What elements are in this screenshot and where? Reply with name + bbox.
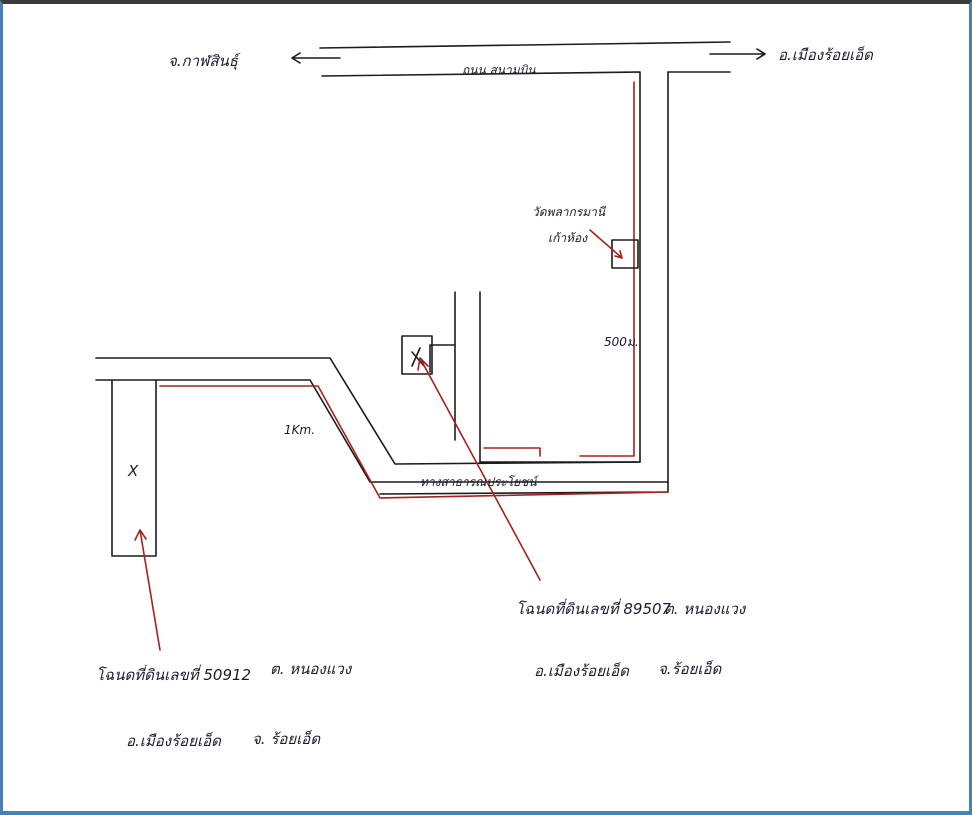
side-road [95,357,669,499]
plot-right-province: จ.ร้อยเอ็ด [658,660,723,678]
plot-left-title: โฉนดที่ดินเลขที่ 50912 [96,664,251,684]
leader-left [134,529,161,651]
plot-left-marker: X [127,462,139,480]
arrow-left-icon [291,52,341,64]
arrow-right-icon [709,48,766,60]
plot-right-subdistrict: ต. หนองแวง [664,600,747,618]
landmark-label: วัดพลากรมานี [532,205,607,219]
plot-left-area [111,379,157,557]
route-vertical [579,81,635,457]
leader-right [417,357,541,581]
main-road-label: ถนน สนามบิน [462,63,536,77]
plot-right-area [401,291,541,463]
landmark-sub-label: เก้าห้อง [548,231,588,245]
distance-a-label: 500ม. [604,335,639,349]
plot-left-subdistrict: ต. หนองแวง [270,660,353,678]
temple-box [611,239,639,269]
temple-arrow [589,229,623,259]
right-destination-label: อ.เมืองร้อยเอ็ด [778,46,874,64]
left-destination-label: จ.กาฬสินธุ์ [168,52,241,70]
plot-right-title: โฉนดที่ดินเลขที่ 89507 [516,598,672,618]
distance-b-label: 1Km. [284,423,315,437]
plot-left-province: จ. ร้อยเอ็ด [252,730,321,748]
plot-right-district: อ.เมืองร้อยเอ็ด [534,662,630,680]
main-road [319,41,731,495]
plot-left-district: อ.เมืองร้อยเอ็ด [126,732,222,750]
side-road-label: ทางสาธารณประโยชน์ [420,475,540,489]
